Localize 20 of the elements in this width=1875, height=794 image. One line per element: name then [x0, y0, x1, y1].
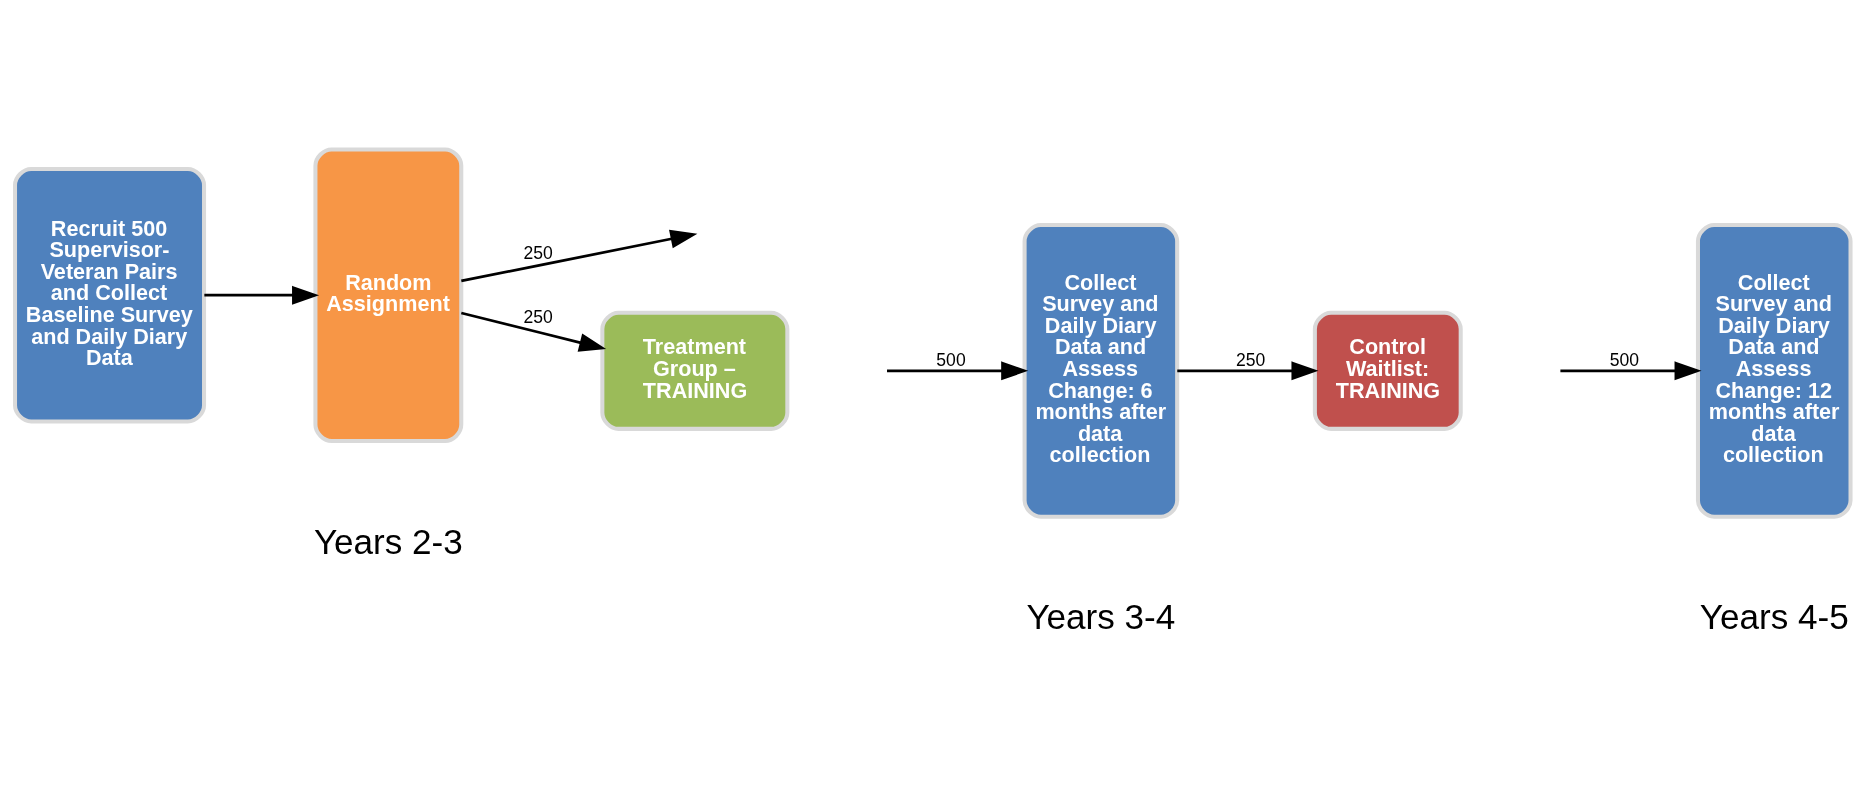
arrow: [461, 229, 698, 282]
arrow: [204, 285, 320, 305]
node-box: Random Assignment: [313, 146, 464, 443]
node-box: Collect Survey and Daily Diary Data and Assess Change: 6 months after data collection: [1022, 222, 1180, 519]
node-box: Treatment Group – TRAINING: [600, 310, 790, 431]
node-box: Recruit 500 Supervisor-Veteran Pairs and Collect Baseline Survey and Daily Diary Data: [13, 166, 207, 423]
edge-label: 250: [523, 242, 553, 263]
arrow: [1177, 360, 1319, 380]
label: Years 3-4: [1026, 596, 1176, 636]
edge-label: 500: [1609, 349, 1640, 370]
label: Years 2-3: [313, 521, 463, 561]
edge-label: 500: [936, 349, 966, 370]
arrow: [887, 360, 1029, 380]
label: Years 4-5: [1699, 596, 1849, 636]
edge-label: 250: [523, 306, 553, 327]
node-box: Collect Survey and Daily Diary Data and Assess Change: 12 months after data collection: [1695, 222, 1853, 519]
node-box: Control Waitlist: TRAINING: [1312, 310, 1463, 431]
arrow: [1560, 360, 1702, 380]
edge-label: 250: [1236, 349, 1266, 370]
arrow: [461, 311, 607, 352]
